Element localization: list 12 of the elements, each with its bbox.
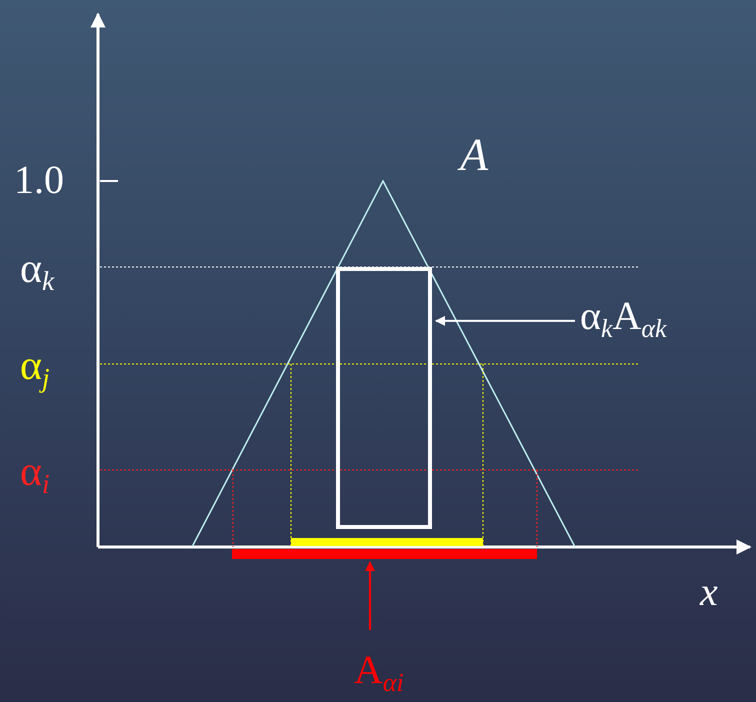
alpha-cut-bar bbox=[232, 549, 537, 559]
alpha-cut-rectangle bbox=[336, 267, 432, 529]
arrow bbox=[365, 561, 375, 630]
alpha-level-label: α$_{j}$ bbox=[20, 345, 50, 392]
axis-label: x bbox=[700, 572, 718, 612]
alpha-level-label: α$_{k}$ bbox=[20, 248, 54, 296]
set-name: A bbox=[460, 132, 488, 178]
arrow bbox=[435, 316, 575, 326]
tick-label: 1.0 bbox=[14, 160, 64, 200]
callout-label: α$_{k}$A$_{αk}$ bbox=[580, 296, 667, 342]
alpha-level-label: α$_{i}$ bbox=[20, 451, 50, 498]
callout-label: A$_{αi}$ bbox=[354, 650, 404, 696]
